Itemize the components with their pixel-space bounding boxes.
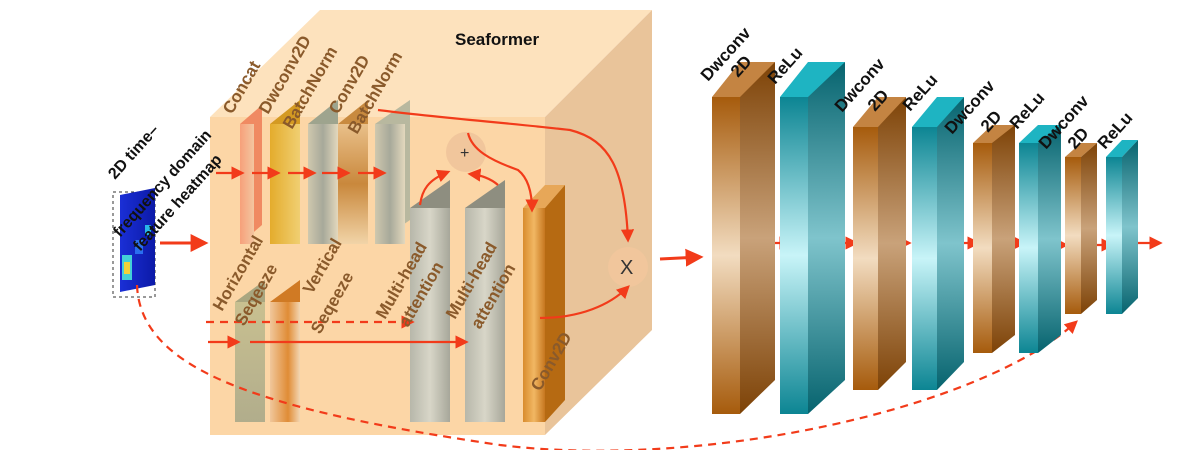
dwconv-4-side — [1081, 143, 1097, 314]
arrow-att1-plus — [418, 169, 451, 206]
dwconv-4 — [1065, 157, 1081, 314]
dwconv-1-top — [712, 62, 775, 97]
heatmap-band — [135, 240, 143, 254]
seaformer-title: Seaformer — [455, 30, 539, 49]
dwconv2d-block — [270, 124, 300, 244]
arrow-bn-times — [377, 108, 635, 243]
arrow-att2-plus — [467, 168, 499, 186]
dwconv-3 — [973, 143, 992, 353]
arrow-conv-times — [539, 285, 630, 320]
input-label-line-1: 2D time– — [105, 122, 162, 183]
plus-operator — [446, 132, 486, 172]
dwconv-2-top — [853, 97, 906, 127]
cube-side-face — [545, 10, 652, 435]
attention-block-2 — [465, 208, 505, 422]
relu-4 — [1106, 157, 1122, 314]
relu-4-side — [1122, 140, 1138, 314]
vertical-squeeze-block — [270, 302, 300, 422]
cube-top-face — [210, 10, 652, 117]
times-symbol: X — [620, 257, 633, 279]
dwconv-3-side — [992, 125, 1015, 353]
dwconv-1-side — [740, 62, 775, 414]
arrow-to-decoder — [659, 248, 704, 267]
attention-block-1 — [410, 208, 450, 422]
dwconv-3-top — [973, 125, 1015, 143]
plus-symbol: + — [460, 145, 469, 162]
input-heatmap — [112, 188, 156, 298]
relu-3-side — [1038, 125, 1061, 353]
relu-3-top — [1019, 125, 1061, 143]
arrow-skip-connection — [135, 284, 1078, 450]
conv2d-bottom-side — [545, 185, 565, 422]
batchnorm-block — [308, 124, 338, 244]
dwconv-2 — [853, 127, 878, 390]
heatmap-frame — [112, 191, 156, 298]
dwconv-2-side — [878, 97, 906, 390]
decoder-blocks — [712, 62, 1138, 414]
relu-4-top — [1106, 140, 1138, 157]
dwconv-1 — [712, 97, 740, 414]
heatmap-band-2 — [145, 225, 151, 235]
conv2d-block — [338, 124, 368, 244]
bottom-blocks — [235, 180, 565, 422]
concat-block-front — [240, 124, 254, 244]
arrow-plus-conv — [466, 132, 539, 213]
relu-2-side — [937, 97, 964, 390]
relu-2 — [912, 127, 937, 390]
batchnorm-block-2 — [375, 124, 405, 244]
relu-2-top — [912, 97, 964, 127]
top-blocks — [240, 100, 410, 244]
heatmap-hotspot-2 — [124, 262, 130, 274]
times-operator — [608, 247, 648, 287]
conv2d-bottom-block — [523, 208, 545, 422]
relu-1-top — [780, 62, 845, 97]
dwconv-4-top — [1065, 143, 1097, 157]
relu-1-side — [808, 62, 845, 414]
relu-3 — [1019, 143, 1038, 353]
relu-1 — [780, 97, 808, 414]
